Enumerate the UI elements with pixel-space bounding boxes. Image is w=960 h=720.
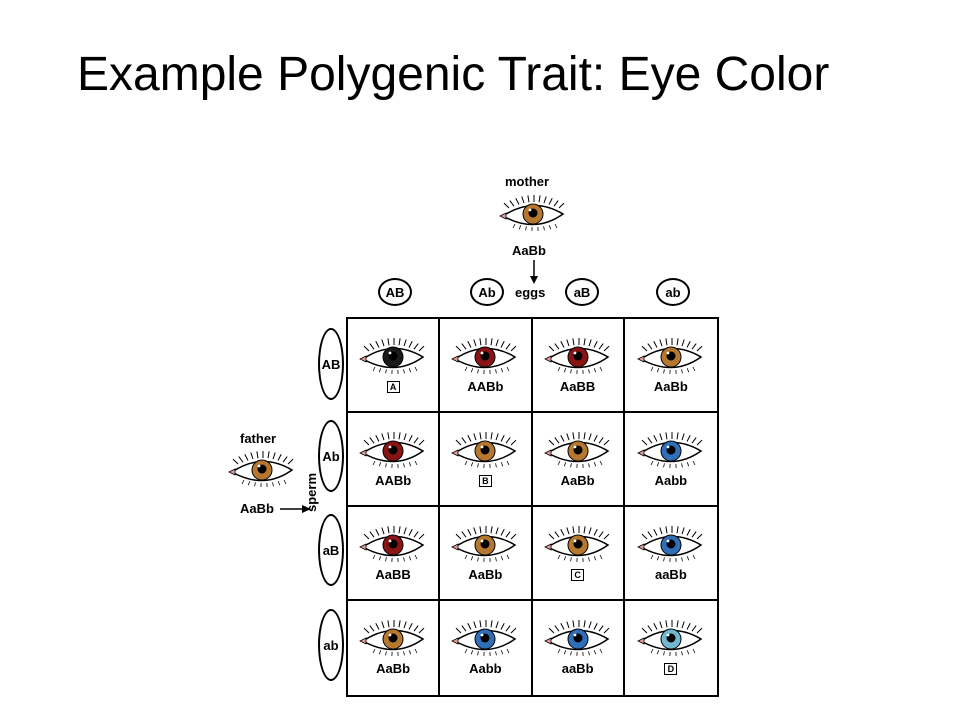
eye-icon xyxy=(635,337,707,377)
column-header-circle: Ab xyxy=(470,278,504,306)
row-header-circle: ab xyxy=(318,609,344,681)
punnett-cell: AaBb xyxy=(532,413,625,507)
eye-icon xyxy=(357,525,429,565)
eye-icon xyxy=(542,431,614,471)
punnett-cell: AaBb xyxy=(348,601,441,695)
eye-icon xyxy=(357,431,429,471)
punnett-cell: AaBb xyxy=(440,507,533,601)
eye-icon xyxy=(357,337,429,377)
eye-icon xyxy=(449,525,521,565)
punnett-cell: AABb xyxy=(348,413,441,507)
row-header-circle: Ab xyxy=(318,420,344,492)
genotype-label: Aabb xyxy=(654,473,688,488)
eye-icon xyxy=(542,337,614,377)
eye-icon xyxy=(449,619,521,659)
genotype-label: AaBb xyxy=(560,473,595,488)
phenotype-letter-label: C xyxy=(571,569,585,581)
genotype-label: AaBB xyxy=(559,379,596,394)
genotype-label: AaBb xyxy=(376,661,411,676)
sperm-label: sperm xyxy=(304,472,319,512)
column-header-circle: aB xyxy=(565,278,599,306)
mother-genotype: AaBb xyxy=(512,243,546,258)
eye-icon xyxy=(449,337,521,377)
row-header-circle: aB xyxy=(318,514,344,586)
genotype-label: aaBb xyxy=(654,567,687,582)
father-eye xyxy=(226,450,298,495)
genotype-label: AaBB xyxy=(375,567,411,582)
row-header-circle: AB xyxy=(318,328,344,400)
eye-icon xyxy=(449,431,521,471)
genotype-label: AaBb xyxy=(653,379,688,394)
punnett-cell: B xyxy=(440,413,533,507)
phenotype-letter-label: A xyxy=(386,381,400,393)
eye-icon xyxy=(357,619,429,659)
phenotype-letter-label: D xyxy=(664,663,678,675)
punnett-cell: AaBB xyxy=(532,319,625,413)
eye-icon xyxy=(542,525,614,565)
punnett-cell: AaBb xyxy=(624,319,717,413)
eggs-arrow xyxy=(530,260,538,284)
punnett-cell: aaBb xyxy=(624,507,717,601)
column-header-circle: AB xyxy=(378,278,412,306)
punnett-cell: aaBb xyxy=(533,601,625,695)
genotype-label: AABb xyxy=(375,473,412,488)
eye-icon xyxy=(635,525,707,565)
genotype-label: aaBb xyxy=(561,661,594,676)
eye-icon xyxy=(635,431,707,471)
eye-icon xyxy=(542,619,614,659)
punnett-cell: A xyxy=(348,319,441,413)
mother-label: mother xyxy=(505,174,550,189)
sperm-arrow xyxy=(280,505,311,513)
eggs-label: eggs xyxy=(515,285,546,300)
punnett-cell: AABb xyxy=(440,319,533,413)
page-title: Example Polygenic Trait: Eye Color xyxy=(77,48,830,101)
mother-eye xyxy=(497,194,569,239)
genotype-label: Aabb xyxy=(469,661,502,676)
punnett-cell: Aabb xyxy=(624,413,717,507)
punnett-cell: D xyxy=(625,601,717,695)
genotype-label: AaBb xyxy=(468,567,503,582)
punnett-cell: C xyxy=(532,507,625,601)
punnett-cell: Aabb xyxy=(440,601,533,695)
father-genotype: AaBb xyxy=(240,501,274,516)
genotype-label: AABb xyxy=(467,379,504,394)
column-header-circle: ab xyxy=(656,278,690,306)
eye-icon xyxy=(635,619,707,659)
father-label: father xyxy=(240,431,277,446)
punnett-cell: AaBB xyxy=(348,507,441,601)
phenotype-letter-label: B xyxy=(478,475,492,487)
